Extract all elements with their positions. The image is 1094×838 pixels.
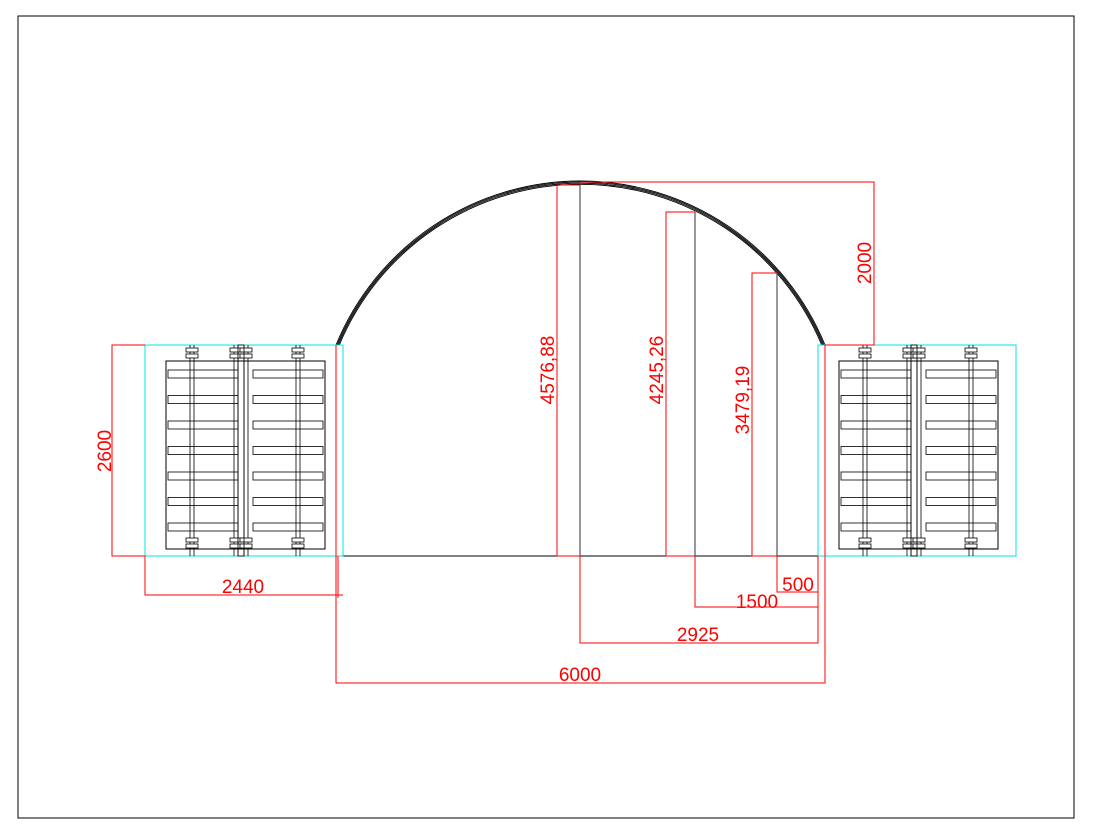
dim-2000-line xyxy=(580,181,875,346)
slat xyxy=(252,420,324,430)
slat xyxy=(840,420,912,430)
height-reference-lines xyxy=(579,185,778,556)
center-gap xyxy=(237,344,245,557)
slat xyxy=(840,446,912,455)
bolt xyxy=(964,537,978,543)
slat xyxy=(167,395,239,404)
bolt xyxy=(239,347,253,353)
dim-3479-label: 3479,19 xyxy=(733,366,754,435)
slat xyxy=(252,471,324,481)
slat xyxy=(167,446,239,455)
bolt xyxy=(239,543,253,549)
bolt xyxy=(185,347,199,353)
bolt xyxy=(239,353,253,359)
dim-2440-line xyxy=(144,556,343,596)
dim-1500-line xyxy=(694,556,818,608)
drawing-frame xyxy=(17,15,1075,819)
slat xyxy=(840,369,912,379)
bolt xyxy=(858,543,872,549)
dim-500-line xyxy=(776,556,818,593)
slat xyxy=(840,497,912,506)
bolt xyxy=(291,347,305,353)
dim-6000-label: 6000 xyxy=(559,665,601,686)
slat xyxy=(925,446,997,455)
slat xyxy=(167,369,239,379)
dim-4245-line xyxy=(665,211,695,557)
bolt xyxy=(185,353,199,359)
bolt xyxy=(858,353,872,359)
center-gap xyxy=(910,344,918,557)
dim-2600-line xyxy=(111,344,145,557)
bolt xyxy=(185,537,199,543)
slat xyxy=(252,497,324,506)
slat xyxy=(840,471,912,481)
arch-layer xyxy=(337,182,824,346)
slat xyxy=(167,471,239,481)
bolt xyxy=(291,353,305,359)
dim-2925-line xyxy=(579,556,819,644)
dim-2440-label: 2440 xyxy=(222,577,264,598)
bolt xyxy=(964,347,978,353)
dim-4245-label: 4245,26 xyxy=(647,336,668,405)
dim-1500-label: 1500 xyxy=(736,592,778,613)
slat xyxy=(252,522,324,532)
dim-apex-label: 4576,88 xyxy=(538,336,559,405)
dim-500-label: 500 xyxy=(782,575,814,596)
container-left xyxy=(144,344,344,557)
bolt xyxy=(912,543,926,549)
dim-6000-line xyxy=(335,345,826,684)
slat xyxy=(840,522,912,532)
slat xyxy=(840,395,912,404)
bolt xyxy=(239,537,253,543)
dim-3479-line xyxy=(751,272,777,557)
bolt xyxy=(185,543,199,549)
slat xyxy=(925,369,997,379)
bolt xyxy=(912,353,926,359)
slat xyxy=(167,420,239,430)
bolt xyxy=(858,537,872,543)
slat xyxy=(252,369,324,379)
dim-apex-line xyxy=(556,184,580,557)
bolt xyxy=(912,537,926,543)
dim-2000-label: 2000 xyxy=(855,242,876,284)
dimension-lines xyxy=(111,181,875,684)
container-frame xyxy=(838,360,999,550)
slat xyxy=(925,395,997,404)
slat xyxy=(925,497,997,506)
slat xyxy=(167,497,239,506)
bolt xyxy=(912,347,926,353)
slat xyxy=(167,522,239,532)
bolt xyxy=(964,353,978,359)
slat xyxy=(925,471,997,481)
slat xyxy=(252,395,324,404)
container-right xyxy=(817,344,1017,557)
slat xyxy=(252,446,324,455)
arch-roof xyxy=(335,180,826,346)
container-frame xyxy=(165,360,326,550)
bolt xyxy=(291,537,305,543)
dim-2925-label: 2925 xyxy=(677,625,719,646)
bolt xyxy=(964,543,978,549)
dim-2600-label: 2600 xyxy=(95,430,116,472)
arch-layer xyxy=(335,180,826,346)
slat xyxy=(925,420,997,430)
slat xyxy=(925,522,997,532)
arch-layer xyxy=(338,183,823,346)
bolt xyxy=(858,347,872,353)
bolt xyxy=(291,543,305,549)
